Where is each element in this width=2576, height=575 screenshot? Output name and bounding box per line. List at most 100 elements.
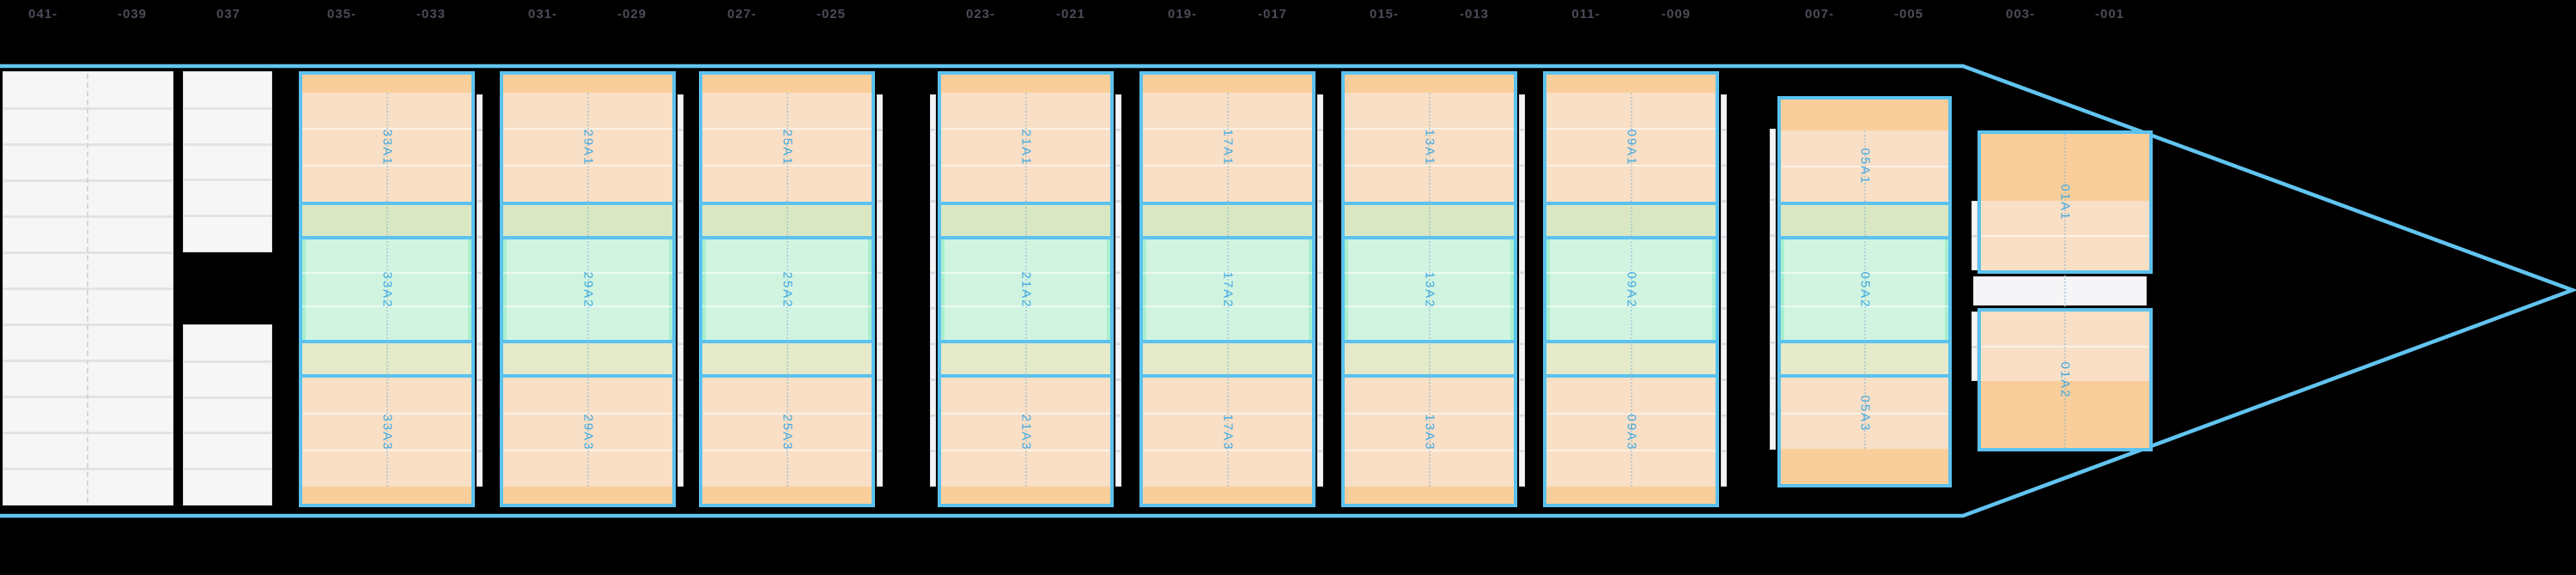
- hold-label-21A3: 21A3: [1018, 414, 1034, 451]
- bay-axis-label: 037: [216, 7, 241, 21]
- hold-end-cap-top: [1345, 75, 1514, 93]
- bay-axis-label: -025: [816, 7, 847, 21]
- hold-21[interactable]: 21A1 21A2 21A3: [938, 71, 1114, 507]
- bulkhead-bar: [677, 94, 683, 487]
- hold-label-13A1: 13A1: [1422, 129, 1437, 166]
- bay-axis-label: 007-: [1804, 7, 1835, 21]
- bay-axis-label: 015-: [1369, 7, 1400, 21]
- hold-end-cap-bottom: [1143, 487, 1312, 504]
- bay-axis-label: 019-: [1167, 7, 1198, 21]
- hold-centerline: [1631, 93, 1632, 487]
- bay-axis-label: 023-: [965, 7, 996, 21]
- bay-axis-label: -005: [1893, 7, 1924, 21]
- hold-end-cap-top: [702, 75, 872, 93]
- hold-centerline: [1025, 93, 1027, 487]
- bulkhead-bar: [1721, 94, 1727, 487]
- bay-axis-label: 011-: [1571, 7, 1601, 21]
- bay-axis-label: 003-: [2005, 7, 2036, 21]
- bulkhead-bar: [1519, 94, 1525, 487]
- hold-29[interactable]: 29A1 29A2 29A3: [500, 71, 676, 507]
- stern-grid-row-divider: [184, 432, 271, 434]
- bulkhead-bar: [1115, 94, 1121, 487]
- bulkhead-bar: [1770, 129, 1776, 450]
- bulkhead-bar: [877, 94, 883, 487]
- hold-end-cap-top: [1143, 75, 1312, 93]
- bulkhead-bar: [477, 94, 483, 487]
- stern-grid-fwd-upper[interactable]: [183, 71, 272, 252]
- hold-centerline: [787, 93, 788, 487]
- hold-label-25A3: 25A3: [780, 414, 795, 451]
- hold-label-05A1: 05A1: [1857, 148, 1873, 185]
- hold-label-21A1: 21A1: [1018, 129, 1034, 166]
- hold-label-33A3: 33A3: [380, 414, 395, 451]
- bay-axis-label: -009: [1661, 7, 1692, 21]
- bay-axis-label: -017: [1257, 7, 1288, 21]
- bow-hold-centerline: [2064, 134, 2066, 448]
- hold-end-cap-bottom: [302, 487, 471, 504]
- hold-label-17A1: 17A1: [1220, 129, 1236, 166]
- bay-axis-label: 041-: [27, 7, 58, 21]
- hold-label-25A1: 25A1: [780, 129, 795, 166]
- bay-axis-label: -033: [416, 7, 447, 21]
- hold-label-05A3: 05A3: [1857, 395, 1873, 433]
- hold-label-29A1: 29A1: [580, 129, 596, 166]
- hold-label-25A2: 25A2: [780, 271, 795, 309]
- hold-label-01A1: 01A1: [2057, 184, 2073, 221]
- hold-centerline: [1227, 93, 1229, 487]
- stern-grid-centerline: [87, 74, 88, 503]
- hold-label-29A2: 29A2: [580, 271, 596, 309]
- bay-axis-label: -039: [117, 7, 148, 21]
- hold-end-cap-bottom: [702, 487, 872, 504]
- stern-grid-row-divider: [184, 360, 271, 363]
- bulkhead-bar: [1971, 201, 1978, 270]
- hold-centerline: [587, 93, 589, 487]
- hold-label-05A2: 05A2: [1857, 271, 1873, 309]
- hold-centerline: [1864, 130, 1866, 449]
- hold-end-cap-bottom: [503, 487, 672, 504]
- bulkhead-bar: [1971, 312, 1978, 381]
- hold-end-cap-top: [1546, 75, 1716, 93]
- hold-end-cap-top: [302, 75, 471, 93]
- bay-axis-label: -001: [2094, 7, 2125, 21]
- hold-label-13A3: 13A3: [1422, 414, 1437, 451]
- hold-label-01A2: 01A2: [2057, 361, 2073, 399]
- hold-05[interactable]: 05A1 05A2 05A3: [1777, 96, 1952, 487]
- stern-grid-aft[interactable]: [3, 71, 173, 505]
- hold-end-cap-top: [1781, 100, 1948, 130]
- hold-label-17A2: 17A2: [1220, 271, 1236, 309]
- hold-label-09A3: 09A3: [1624, 414, 1639, 451]
- bay-axis-label: -021: [1055, 7, 1086, 21]
- hold-13[interactable]: 13A1 13A2 13A3: [1341, 71, 1517, 507]
- hold-label-29A3: 29A3: [580, 414, 596, 451]
- hold-label-13A2: 13A2: [1422, 271, 1437, 309]
- bulkhead-bar: [1317, 94, 1323, 487]
- bay-axis-label: -013: [1459, 7, 1490, 21]
- stern-grid-row-divider: [184, 396, 271, 399]
- hold-centerline: [1429, 93, 1431, 487]
- hold-end-cap-top: [941, 75, 1110, 93]
- stern-grid-row-divider: [184, 107, 271, 110]
- bay-axis-label: -029: [617, 7, 647, 21]
- hold-09[interactable]: 09A1 09A2 09A3: [1543, 71, 1719, 507]
- bay-axis-label: 031-: [527, 7, 558, 21]
- hold-25[interactable]: 25A1 25A2 25A3: [699, 71, 875, 507]
- hold-end-cap-bottom: [1781, 449, 1948, 484]
- stern-grid-row-divider: [184, 179, 271, 181]
- bay-axis-label: 027-: [726, 7, 757, 21]
- hull-outline-path: [0, 64, 2576, 518]
- stern-grid-row-divider: [184, 143, 271, 146]
- stern-grid-row-divider: [184, 468, 271, 470]
- hold-label-09A1: 09A1: [1624, 129, 1639, 166]
- bow-hatch-bar: [1973, 276, 2147, 306]
- stern-grid-fwd-lower[interactable]: [183, 324, 272, 505]
- hold-label-09A2: 09A2: [1624, 271, 1639, 309]
- hold-centerline: [386, 93, 388, 487]
- hold-end-cap-bottom: [1345, 487, 1514, 504]
- hold-label-21A2: 21A2: [1018, 271, 1034, 309]
- hold-end-cap-bottom: [1546, 487, 1716, 504]
- hold-end-cap-bottom: [941, 487, 1110, 504]
